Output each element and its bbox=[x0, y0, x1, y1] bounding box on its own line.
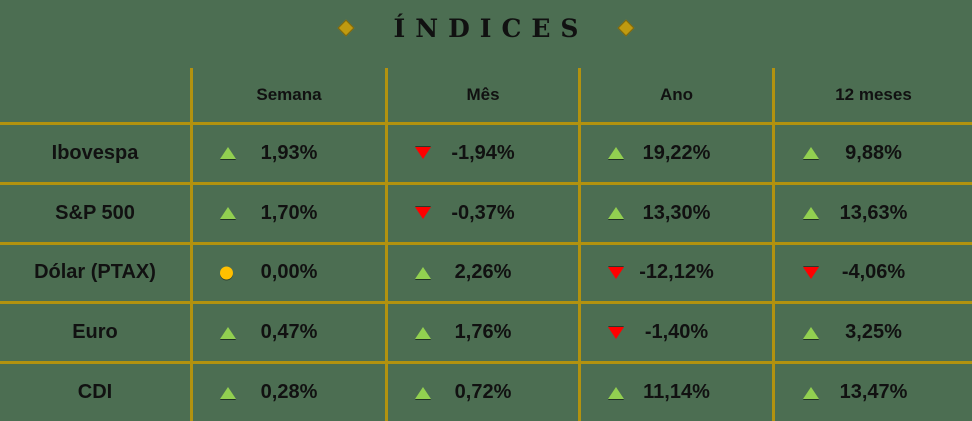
column-header-mes: Mês bbox=[385, 68, 578, 122]
index-cell: 11,14% bbox=[578, 361, 772, 421]
index-cell: 0,00% bbox=[190, 241, 385, 302]
up-triangle-icon bbox=[414, 326, 431, 339]
cell-value: 1,76% bbox=[454, 321, 512, 344]
up-triangle-icon bbox=[414, 386, 431, 399]
cell-value: 9,88% bbox=[845, 141, 902, 164]
index-cell: 19,22% bbox=[578, 122, 772, 182]
index-cell: -12,12% bbox=[578, 241, 772, 302]
up-triangle-icon bbox=[607, 207, 624, 220]
cell-value: 11,14% bbox=[643, 381, 710, 404]
cell-value: 1,70% bbox=[260, 201, 318, 224]
index-cell: 13,63% bbox=[772, 181, 972, 242]
index-cell: 1,70% bbox=[190, 181, 385, 242]
cell-value: 13,30% bbox=[642, 201, 711, 224]
cell-value: 0,47% bbox=[260, 321, 318, 344]
row-label: Dólar (PTAX) bbox=[0, 241, 190, 302]
row-label: S&P 500 bbox=[0, 181, 190, 242]
up-triangle-icon bbox=[219, 207, 236, 220]
index-cell: 0,28% bbox=[190, 361, 385, 421]
cell-value: -12,12% bbox=[639, 261, 714, 284]
index-cell: 1,76% bbox=[385, 301, 578, 362]
cell-value: 13,47% bbox=[839, 381, 908, 404]
up-triangle-icon bbox=[607, 386, 624, 399]
cell-value: -1,40% bbox=[644, 321, 709, 344]
down-triangle-icon bbox=[607, 266, 624, 279]
cell-value: 0,00% bbox=[260, 261, 318, 284]
down-triangle-icon bbox=[802, 266, 819, 279]
row-label: CDI bbox=[0, 361, 190, 421]
index-cell: 0,72% bbox=[385, 361, 578, 421]
row-label: Euro bbox=[0, 301, 190, 361]
index-cell: 13,47% bbox=[772, 361, 972, 421]
up-triangle-icon bbox=[414, 266, 431, 279]
title-row: ÍNDICES bbox=[0, 0, 972, 46]
up-triangle-icon bbox=[802, 326, 819, 339]
index-cell: -1,94% bbox=[385, 122, 578, 182]
column-header-12meses: 12 meses bbox=[772, 68, 972, 122]
indices-table: Semana Mês Ano 12 meses Ibovespa 1,93% -1,… bbox=[0, 68, 972, 421]
page-title: ÍNDICES bbox=[393, 13, 589, 43]
column-header-semana: Semana bbox=[190, 68, 385, 122]
index-cell: -0,37% bbox=[385, 181, 578, 242]
diamond-icon bbox=[337, 19, 355, 37]
index-cell: 1,93% bbox=[190, 122, 385, 182]
cell-value: -1,94% bbox=[451, 141, 515, 164]
row-label: Ibovespa bbox=[0, 122, 190, 182]
up-triangle-icon bbox=[219, 386, 236, 399]
up-triangle-icon bbox=[802, 386, 819, 399]
up-triangle-icon bbox=[802, 147, 819, 160]
cell-value: 19,22% bbox=[642, 141, 711, 164]
down-triangle-icon bbox=[414, 147, 431, 160]
neutral-dot-icon bbox=[219, 266, 233, 280]
cell-value: 3,25% bbox=[845, 321, 902, 344]
index-cell: 3,25% bbox=[772, 301, 972, 362]
up-triangle-icon bbox=[607, 147, 624, 160]
cell-value: -4,06% bbox=[841, 261, 906, 284]
down-triangle-icon bbox=[414, 207, 431, 220]
up-triangle-icon bbox=[219, 147, 236, 160]
cell-value: 0,28% bbox=[260, 381, 318, 404]
index-cell: -1,40% bbox=[578, 301, 772, 362]
down-triangle-icon bbox=[607, 326, 624, 339]
index-cell: 9,88% bbox=[772, 122, 972, 182]
cell-value: -0,37% bbox=[451, 201, 515, 224]
index-cell: 0,47% bbox=[190, 301, 385, 362]
diamond-icon bbox=[617, 19, 635, 37]
up-triangle-icon bbox=[219, 326, 236, 339]
index-cell: 13,30% bbox=[578, 181, 772, 242]
column-header-empty bbox=[0, 68, 190, 122]
cell-value: 1,93% bbox=[260, 141, 318, 164]
cell-value: 2,26% bbox=[454, 261, 512, 284]
cell-value: 13,63% bbox=[839, 201, 908, 224]
cell-value: 0,72% bbox=[454, 381, 512, 404]
index-cell: 2,26% bbox=[385, 241, 578, 302]
column-header-ano: Ano bbox=[578, 68, 772, 122]
up-triangle-icon bbox=[802, 207, 819, 220]
index-cell: -4,06% bbox=[772, 241, 972, 302]
